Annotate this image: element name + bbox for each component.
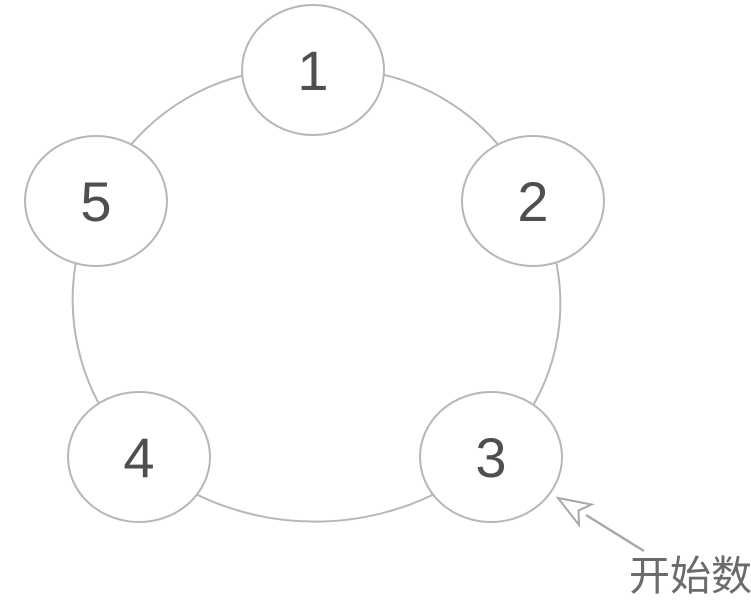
annotation-arrowhead-icon <box>555 496 595 529</box>
node-label-5: 5 <box>80 170 111 233</box>
node-circle-5 <box>24 135 168 267</box>
node-label-4: 4 <box>123 426 154 489</box>
annotation-arrow-line <box>585 513 645 553</box>
node-circle-1 <box>241 4 385 136</box>
node-circle-4 <box>67 391 211 523</box>
node-circle-2 <box>461 135 605 267</box>
node-label-3: 3 <box>475 426 506 489</box>
annotation-start-label: 开始数 <box>629 553 751 599</box>
node-label-1: 1 <box>297 39 328 102</box>
node-circle-3 <box>419 391 563 523</box>
node-label-2: 2 <box>517 170 548 233</box>
